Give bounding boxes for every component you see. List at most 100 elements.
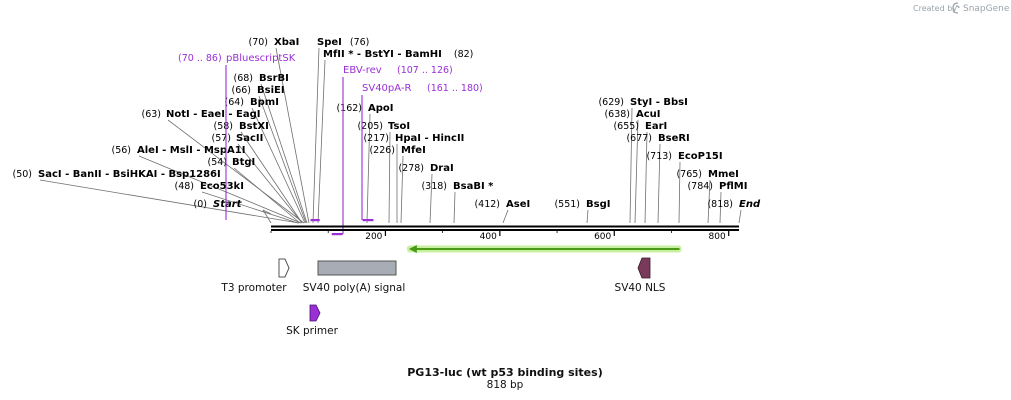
site-position: (655) — [613, 121, 639, 132]
site-position: (412) — [474, 199, 500, 210]
ruler-tick-label: 600 — [594, 232, 611, 242]
feature-label: SV40 poly(A) signal — [303, 282, 406, 294]
site-mmei: (765) MmeI — [676, 169, 738, 180]
polya-signal-box — [317, 260, 397, 276]
site-bsabi: (318) BsaBI * — [421, 181, 494, 192]
site-tsoi: (205)TsoI — [357, 121, 410, 132]
leader-eco53ki — [201, 191, 299, 224]
primer-sv40pa-r: SV40pA-R(161 .. 180) — [361, 83, 483, 222]
site-position: (76) — [350, 37, 370, 48]
feature-orf — [406, 245, 682, 253]
primer-name: EBV-rev — [343, 65, 382, 76]
site-position: (50) — [12, 169, 32, 180]
site-pflmi: (784)PflMI — [687, 181, 747, 192]
site-labels: (0)Start(48)Eco53kI(50)SacI - BanII - Bs… — [12, 37, 760, 210]
site-position: (765) — [676, 169, 702, 180]
site-position: (278) — [398, 163, 424, 174]
primer-name: pBluescriptSK — [226, 53, 296, 64]
site-name: MmeI — [708, 169, 739, 180]
leader-mfii-bstyi-bamhi — [317, 59, 326, 224]
site-position: (629) — [598, 97, 624, 108]
leader-alei-msli-mspa1i — [138, 155, 302, 224]
feature-label: SK primer — [286, 325, 338, 337]
leader-bseri — [657, 143, 661, 224]
site-bseri: (677)BseRI — [626, 133, 689, 144]
site-eco53ki: (48)Eco53kI — [174, 181, 243, 192]
site-btgi: (54)BtgI — [207, 157, 255, 168]
site-position: (57) — [211, 133, 231, 144]
orf-arrowhead-icon — [408, 245, 417, 253]
site-position: (551) — [554, 199, 580, 210]
site-bsrbi: (68)BsrBI — [233, 73, 288, 84]
site-alei-msli-mspa1i: (56) AleI - MslI - MspA1I — [111, 145, 245, 156]
leader-bsiei — [258, 95, 307, 224]
feature-t3-promoter: T3 promoter — [220, 258, 290, 294]
leader-bsrbi — [260, 83, 308, 224]
dna-backbone — [271, 225, 739, 231]
site-bstxi: (58)BstXI — [213, 121, 268, 132]
site-name: BsiEI — [257, 85, 285, 96]
site-position: (318) — [421, 181, 447, 192]
feature-label: SV40 NLS — [615, 282, 666, 294]
site-name: EcoP15I — [678, 151, 723, 162]
site-position: (66) — [231, 85, 251, 96]
promoter-arrow-icon — [278, 258, 290, 278]
site-spei: (76)SpeI — [317, 37, 369, 48]
site-position: (226) — [369, 145, 395, 156]
site-position: (217) — [363, 133, 389, 144]
leader-acui — [634, 119, 639, 224]
feature-track: T3 promoter SV40 poly(A) signal SV40 NLS SK… — [220, 245, 682, 337]
site-bpmi: (64)BpmI — [224, 97, 278, 108]
site-position: (713) — [646, 151, 672, 162]
leader-ecop15i — [678, 161, 681, 224]
ruler-tick-label: 200 — [365, 232, 382, 242]
site-name: StyI - BbsI — [630, 97, 688, 108]
site-sacii: (57)SacII — [211, 133, 263, 144]
leader-bsgi — [586, 209, 589, 224]
site-leader-lines — [39, 47, 742, 224]
leader-xbai — [275, 47, 310, 224]
site-name: BsaBI * — [453, 181, 494, 192]
ruler-tick-label: 800 — [709, 232, 726, 242]
site-position: (82) — [454, 49, 474, 60]
site-position: (64) — [224, 97, 244, 108]
site-xbai: (70) XbaI — [248, 37, 299, 48]
site-name: TsoI — [388, 121, 410, 132]
site-position: (638) — [604, 109, 630, 120]
leader-bstxi — [240, 131, 303, 224]
leader-saci-banii-bsihkai-bsp1286i — [39, 179, 300, 224]
ruler-tick-label: 400 — [480, 232, 497, 242]
site-position: (56) — [111, 145, 131, 156]
leader-asei — [502, 209, 509, 224]
site-position: (677) — [626, 133, 652, 144]
site-acui: (638)AcuI — [604, 109, 660, 120]
site-name: EarI — [645, 121, 667, 132]
site-ecop15i: (713) EcoP15I — [646, 151, 722, 162]
site-name: XbaI — [274, 37, 299, 48]
site-position: (784) — [687, 181, 713, 192]
site-noti-eaei-eagi: (63)NotI - EaeI - EagI — [141, 109, 260, 120]
feature-label: T3 promoter — [220, 282, 287, 294]
primer-ebv-rev: EBV-rev(107 .. 126) — [331, 65, 453, 236]
leader-tsoi — [388, 131, 391, 224]
leader-mmei — [707, 179, 711, 224]
site-name: AleI - MslI - MspA1I — [137, 145, 245, 156]
leader-apoi — [366, 113, 371, 224]
leader-sacii — [237, 143, 303, 224]
site-name: BsrBI — [259, 73, 289, 84]
site-saci-banii-bsihkai-bsp1286i: (50)SacI - BanII - BsiHKAI - Bsp1286I — [12, 169, 220, 180]
nls-arrow-icon — [637, 257, 651, 279]
site-apoi: (162)ApoI — [336, 103, 393, 114]
site-eari: (655) EarI — [613, 121, 667, 132]
site-position: (70) — [248, 37, 268, 48]
primer-range: (161 .. 180) — [427, 83, 483, 94]
leader-end — [738, 209, 742, 224]
site-end: (818)End — [707, 199, 760, 210]
map-length: 818 bp — [487, 379, 524, 391]
site-mfii-bstyi-bamhi: (82)MfII * - BstYI - BamHI — [323, 49, 473, 60]
primer-annotations: pBluescriptSK(70 .. 86)EBV-rev(107 .. 12… — [178, 53, 483, 236]
site-name: End — [739, 199, 761, 210]
site-name: BtgI — [232, 157, 255, 168]
brand-name: SnapGene — [963, 4, 1010, 14]
